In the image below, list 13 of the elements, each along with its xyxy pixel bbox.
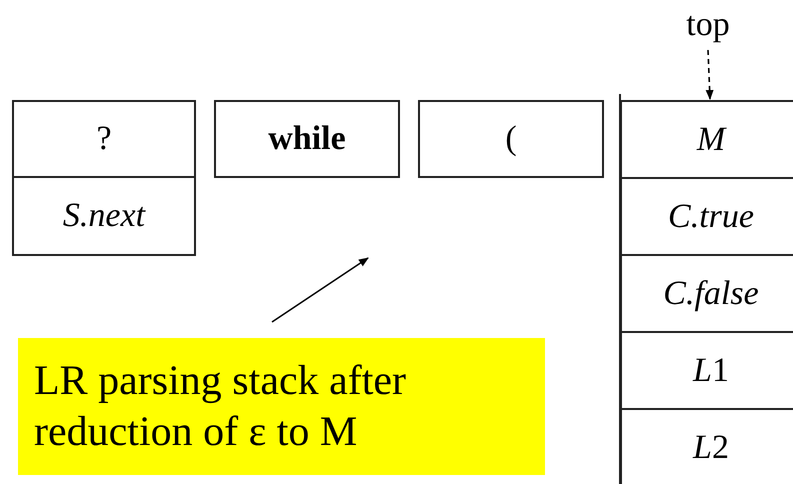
stack-cell: while <box>214 100 400 178</box>
arrow <box>272 257 369 323</box>
stack-cell: ( <box>418 100 604 178</box>
stack-cell: L1 <box>620 331 793 408</box>
stack-cell: ? <box>12 100 196 178</box>
stack-cell: M <box>620 100 793 178</box>
stack-cell: C.false <box>620 254 793 331</box>
top-label: top <box>670 0 746 50</box>
stack-cell: C.true <box>620 177 793 254</box>
arrow <box>706 50 714 100</box>
note-box: LR parsing stack after reduction of ε to M <box>18 338 545 475</box>
stack-cell: S.next <box>12 176 196 256</box>
stack-cell: L2 <box>620 408 793 484</box>
